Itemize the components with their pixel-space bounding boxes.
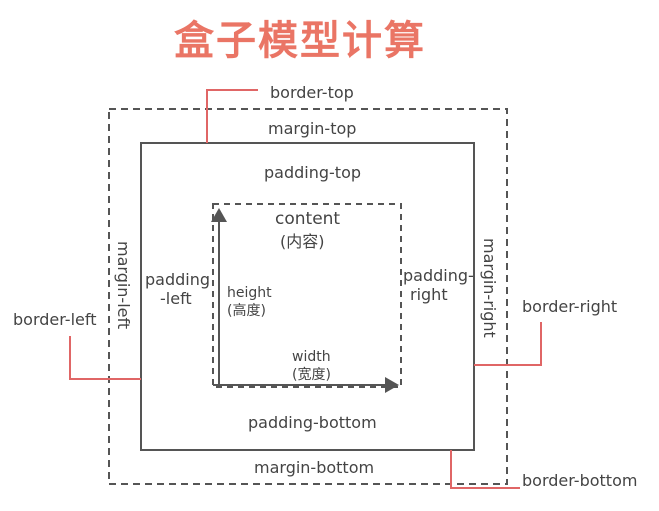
content-label: content bbox=[275, 209, 340, 229]
padding-bottom-label: padding-bottom bbox=[248, 413, 377, 432]
border-left-label: border-left bbox=[13, 310, 96, 329]
padding-right-label-1: padding- bbox=[403, 266, 474, 285]
border-top-label: border-top bbox=[270, 83, 354, 102]
border-right-leader bbox=[474, 322, 542, 366]
width-cn-label: (宽度) bbox=[292, 366, 331, 383]
height-label: height bbox=[227, 285, 272, 301]
border-bottom-leader bbox=[450, 450, 520, 489]
border-left-leader bbox=[69, 336, 141, 380]
width-label: width bbox=[292, 349, 331, 365]
padding-right-label-2: right bbox=[410, 285, 448, 304]
border-bottom-label: border-bottom bbox=[522, 471, 637, 490]
border-box bbox=[140, 142, 475, 451]
margin-box bbox=[108, 108, 508, 485]
border-right-label: border-right bbox=[522, 297, 617, 316]
margin-left-label: margin-left bbox=[114, 241, 133, 329]
page-title: 盒子模型计算 bbox=[174, 18, 426, 64]
content-box bbox=[212, 203, 402, 388]
height-cn-label: (高度) bbox=[227, 302, 266, 319]
content-cn-label: (内容) bbox=[280, 232, 325, 251]
margin-bottom-label: margin-bottom bbox=[254, 458, 374, 477]
margin-top-label: margin-top bbox=[268, 119, 356, 138]
padding-top-label: padding-top bbox=[264, 163, 361, 182]
padding-left-label-2: -left bbox=[160, 289, 192, 308]
padding-left-label-1: padding bbox=[145, 270, 210, 289]
margin-right-label: margin-right bbox=[480, 238, 499, 338]
border-top-leader bbox=[206, 89, 258, 143]
